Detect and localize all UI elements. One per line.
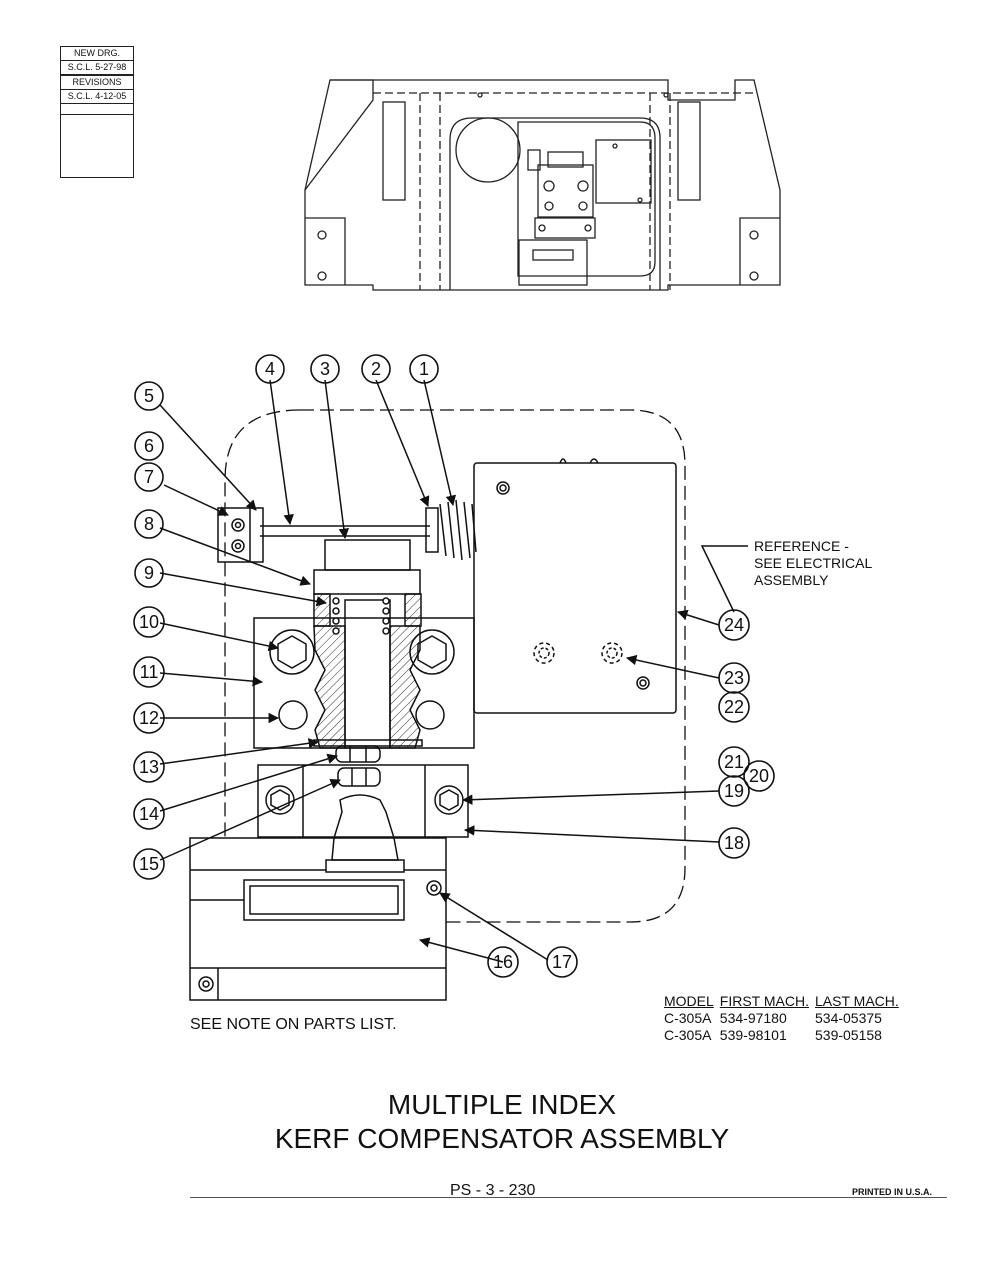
model-cell: C-305A: [664, 1010, 712, 1026]
printed-in-usa: PRINTED IN U.S.A.: [852, 1187, 933, 1197]
revision-empty-row: [61, 104, 133, 115]
header-last-mach: LAST MACH.: [815, 993, 899, 1009]
callout-2: 2: [371, 359, 381, 379]
header-first-mach: FIRST MACH.: [719, 993, 809, 1009]
callout-22: 22: [724, 697, 744, 717]
callout-8: 8: [144, 514, 154, 534]
header-model: MODEL: [664, 993, 714, 1009]
callout-6: 6: [144, 436, 154, 456]
callout-20: 20: [749, 766, 769, 786]
model-cell: C-305A: [664, 1027, 712, 1043]
detail-view: [133, 354, 775, 1001]
overview-view: [304, 79, 781, 291]
drawing-title: MULTIPLE INDEX KERF COMPENSATOR ASSEMBLY: [200, 1088, 804, 1156]
callout-24: 24: [724, 615, 744, 635]
callout-21: 21: [724, 752, 744, 772]
new-drawing-date: S.C.L. 5-27-98: [61, 61, 133, 76]
callout-16: 16: [493, 952, 513, 972]
spring-assembly: [260, 499, 477, 561]
bottom-housing: [189, 837, 447, 1001]
model-table: MODEL FIRST MACH. LAST MACH. C-305A 534-…: [664, 993, 905, 1043]
first-mach-cell: 539-98101: [719, 1027, 787, 1043]
callout-18: 18: [724, 833, 744, 853]
callout-14: 14: [139, 804, 159, 824]
callout-19: 19: [724, 781, 744, 801]
electrical-box: [473, 462, 677, 714]
reference-note: REFERENCE - SEE ELECTRICAL ASSEMBLY: [754, 538, 872, 589]
footer-divider: [190, 1197, 947, 1198]
table-row: C-305A 539-98101 539-05158: [664, 1026, 905, 1043]
revisions-label: REVISIONS: [61, 76, 133, 90]
reference-note-line-2: SEE ELECTRICAL: [754, 555, 873, 571]
callout-3: 3: [320, 359, 330, 379]
reference-note-line-1: REFERENCE -: [754, 538, 849, 554]
callout-10: 10: [139, 612, 159, 632]
model-table-header-row: MODEL FIRST MACH. LAST MACH.: [664, 993, 905, 1009]
callout-7: 7: [144, 467, 154, 487]
reference-note-line-3: ASSEMBLY: [754, 572, 829, 588]
cap: [324, 539, 411, 571]
callout-15: 15: [139, 854, 159, 874]
parts-list-note: SEE NOTE ON PARTS LIST.: [190, 1016, 397, 1033]
callout-5: 5: [144, 386, 154, 406]
table-row: C-305A 534-97180 534-05375: [664, 1009, 905, 1026]
callout-circles: [133, 354, 775, 978]
last-mach-cell: 534-05375: [815, 1010, 882, 1026]
leader-lines: [159, 379, 748, 963]
callout-17: 17: [552, 952, 572, 972]
main-body: [253, 617, 475, 749]
clamp-block: [217, 507, 264, 563]
callout-9: 9: [144, 563, 154, 583]
callout-23: 23: [724, 668, 744, 688]
revision-date: S.C.L. 4-12-05: [61, 90, 133, 104]
callout-13: 13: [139, 757, 159, 777]
callout-1: 1: [419, 359, 429, 379]
title-line-1: MULTIPLE INDEX: [387, 1089, 617, 1120]
callout-12: 12: [139, 708, 159, 728]
callout-4: 4: [265, 359, 275, 379]
revision-block: NEW DRG. S.C.L. 5-27-98 REVISIONS S.C.L.…: [60, 46, 134, 178]
callout-numbers: 1 2 3 4 5 6 7 8 9 10 11 12 13 14 15 16 1…: [139, 359, 769, 972]
title-line-2: KERF COMPENSATOR ASSEMBLY: [274, 1123, 730, 1154]
last-mach-cell: 539-05158: [815, 1027, 882, 1043]
first-mach-cell: 534-97180: [719, 1010, 787, 1026]
callout-11: 11: [140, 662, 159, 682]
page-number: PS - 3 - 230: [450, 1182, 536, 1199]
new-drawing-label: NEW DRG.: [61, 47, 133, 61]
